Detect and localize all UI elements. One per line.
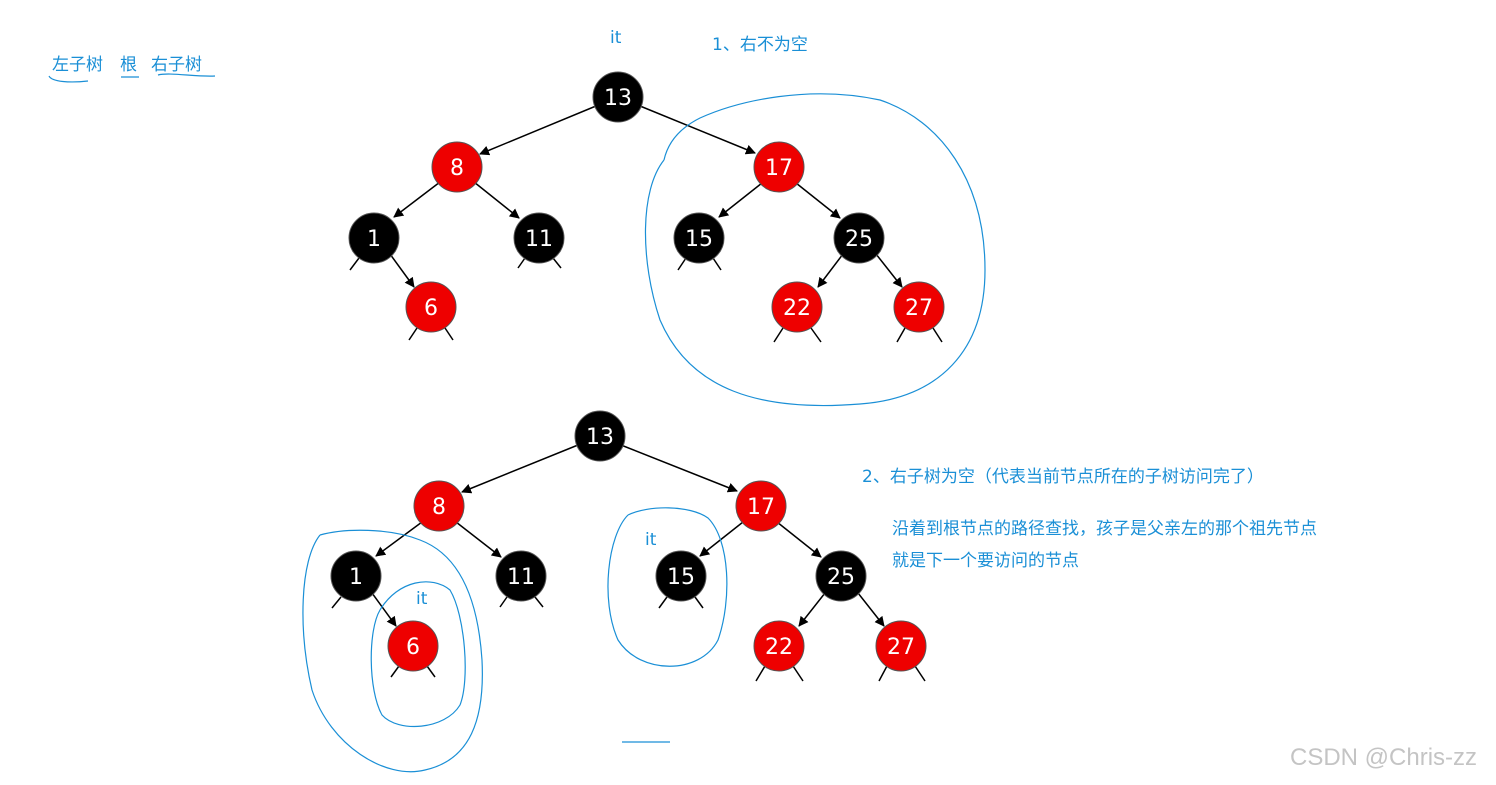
node-25 [815,550,867,602]
node-22 [753,620,805,672]
node-17 [735,480,787,532]
tree-bottom: 13 8 17 1 11 15 25 6 22 27 [330,410,927,682]
node-13 [592,71,644,123]
node-1-label: 1 [349,565,363,590]
node-27-label: 27 [887,635,915,660]
node-17-label: 17 [765,156,793,181]
edge-8-1 [393,181,441,218]
watermark: CSDN @Chris-zz [1290,744,1478,771]
node-17-label: 17 [747,495,775,520]
node-27 [875,620,927,672]
annotations [48,73,986,773]
traversal-right-label: 右子树 [151,55,202,75]
node-6-label: 6 [424,296,438,321]
underline-right [157,73,216,77]
node-25 [833,212,885,264]
subtree-1-circle [302,529,483,773]
node-8 [431,141,483,193]
tree-top: 13 8 17 1 11 15 25 6 22 27 [348,71,945,343]
it-label-six: it [416,589,428,609]
edge-25-22 [817,253,844,288]
edge-17-25 [795,182,841,219]
nil-stubs [349,257,943,343]
node-22 [771,281,823,333]
edge-1-6 [389,253,415,288]
node-27-label: 27 [905,296,933,321]
node-25-label: 25 [827,565,855,590]
node-17 [753,141,805,193]
node-25-label: 25 [845,227,873,252]
edge-25-22 [798,592,826,627]
underline-left [48,75,89,83]
edge-25-27 [857,592,885,627]
node-11-label: 11 [507,565,535,590]
it-label-fifteen: it [645,530,657,550]
nil-stubs [331,596,926,682]
node-11 [513,212,565,264]
node-13 [574,410,626,462]
case2-line2: 就是下一个要访问的节点 [892,551,1079,571]
node-15 [655,550,707,602]
edge-13-17 [620,444,738,493]
it-label-top: it [610,28,622,48]
node-22-label: 22 [765,635,793,660]
edge-17-15 [718,182,763,218]
node-15-circle [607,507,728,667]
traversal-root-label: 根 [120,55,137,75]
right-subtree-circle [644,93,986,407]
case2-line1: 沿着到根节点的路径查找，孩子是父亲左的那个祖先节点 [892,519,1317,539]
node-11 [495,550,547,602]
edge-17-15 [699,521,744,557]
edge-1-6 [371,592,397,627]
node-1-label: 1 [367,227,381,252]
edge-8-1 [375,521,423,557]
node-22-label: 22 [783,296,811,321]
edge-8-11 [473,181,520,219]
edge-13-8 [479,105,597,156]
case1-label: 1、右不为空 [712,35,808,55]
node-6-label: 6 [406,635,420,660]
node-1 [348,212,400,264]
node-6-circle [370,581,466,728]
node-15 [673,212,725,264]
node-11-label: 11 [525,227,553,252]
edge-13-17 [639,105,756,155]
node-15-label: 15 [685,227,713,252]
node-6 [405,281,457,333]
node-8 [413,480,465,532]
node-27 [893,281,945,333]
edge-13-8 [461,444,579,494]
node-13-label: 13 [586,425,614,450]
node-1 [330,550,382,602]
traversal-left-label: 左子树 [52,55,103,75]
node-15-label: 15 [667,565,695,590]
node-13-label: 13 [604,86,632,111]
node-8-label: 8 [450,156,464,181]
node-6 [387,620,439,672]
edge-17-25 [776,521,822,558]
edge-8-11 [455,521,502,558]
case2-label: 2、右子树为空（代表当前节点所在的子树访问完了） [862,467,1264,487]
node-8-label: 8 [432,495,446,520]
edge-25-27 [875,253,903,288]
